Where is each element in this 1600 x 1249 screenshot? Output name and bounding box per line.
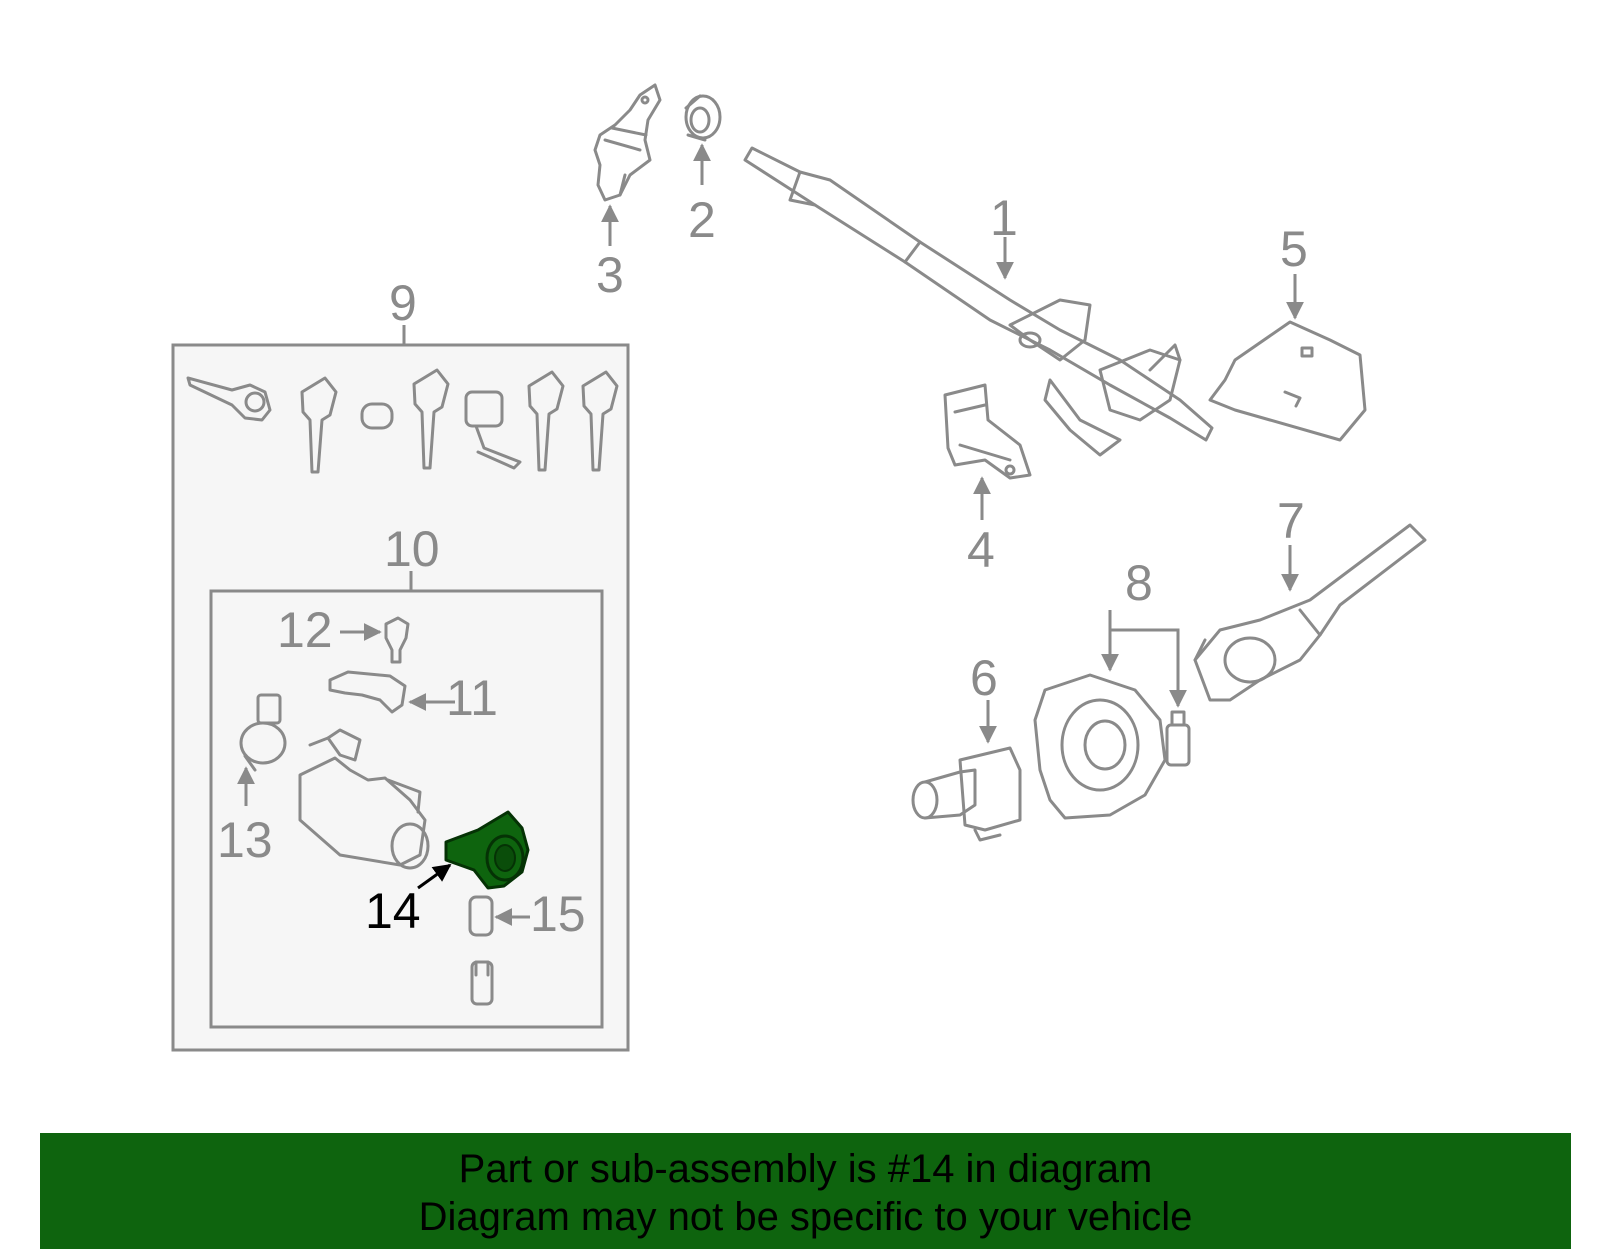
callout-15: 15 [530, 886, 586, 942]
highlighted-part-14[interactable] [444, 810, 530, 890]
bushing-part-2[interactable] [684, 94, 722, 142]
sensor-part-13[interactable] [239, 693, 287, 772]
clock-spring-part-8[interactable] [1033, 673, 1191, 820]
screw-part-12[interactable] [384, 616, 410, 664]
switch-part-6[interactable] [911, 746, 1022, 842]
callout-10: 10 [384, 521, 440, 577]
combination-switch-part-7[interactable] [1193, 523, 1427, 702]
callout-3: 3 [596, 247, 624, 303]
cover-part-5[interactable] [1208, 320, 1367, 442]
callout-11: 11 [446, 670, 498, 726]
callout-4: 4 [967, 522, 995, 578]
callout-7: 7 [1277, 493, 1305, 549]
joint-part-3[interactable] [593, 83, 662, 202]
banner-line-1: Part or sub-assembly is #14 in diagram [458, 1147, 1153, 1191]
banner-line-2: Diagram may not be specific to your vehi… [418, 1195, 1193, 1239]
callout-1: 1 [990, 190, 1018, 246]
steering-column-part-1[interactable] [743, 146, 1214, 457]
info-banner: Part or sub-assembly is #14 in diagram D… [40, 1133, 1571, 1249]
key-kit-items-9[interactable] [186, 368, 619, 474]
bracket-part-4[interactable] [943, 383, 1032, 480]
callout-9: 9 [389, 275, 417, 331]
callout-6: 6 [970, 650, 998, 706]
lock-housing[interactable] [298, 728, 430, 870]
clamp-part-11[interactable] [328, 670, 407, 714]
kit-box-10 [209, 589, 604, 1029]
pin-part-15[interactable] [468, 895, 494, 1006]
callout-8: 8 [1125, 555, 1153, 611]
callout-13: 13 [217, 812, 273, 868]
callout-14: 14 [365, 883, 421, 939]
callout-2: 2 [688, 192, 716, 248]
callout-5: 5 [1280, 221, 1308, 277]
callout-12: 12 [277, 602, 333, 658]
